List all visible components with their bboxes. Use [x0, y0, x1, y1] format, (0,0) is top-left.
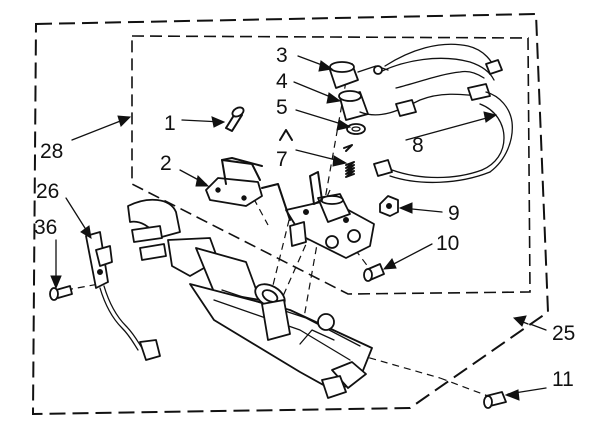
callout-25: 25: [552, 322, 575, 345]
callout-10: 10: [436, 232, 459, 255]
part-9-nut: [379, 195, 399, 217]
callout-1: 1: [164, 112, 176, 135]
callout-4: 4: [276, 70, 288, 93]
part-7-spring: [343, 144, 355, 178]
callout-5: 5: [276, 96, 288, 119]
callout-8: 8: [412, 134, 424, 157]
part-11-screw: [483, 391, 507, 409]
burner-igniter-assembly: [127, 198, 373, 399]
callout-labels: 1 2 3 4 5 7 8 9 10 11 25 26 28 36: [34, 44, 575, 391]
callout-2: 2: [160, 152, 172, 175]
small-clip-caret: [279, 129, 293, 141]
part-2-bracket: [205, 157, 263, 207]
callout-28: 28: [40, 140, 63, 163]
callout-36: 36: [34, 216, 57, 239]
part-10-screw: [363, 263, 385, 282]
callout-11: 11: [552, 368, 574, 391]
part-4-valve-body: [338, 90, 369, 121]
part-3-cap: [329, 61, 389, 89]
valve-bracket-assembly: [261, 171, 375, 259]
leader-lines: [50, 55, 547, 401]
igniter-lead-wire: [99, 285, 161, 361]
callout-26: 26: [36, 180, 59, 203]
part-8-wire-harness: [359, 43, 513, 184]
part-1-screw: [225, 106, 245, 132]
part-5-o-ring: [346, 123, 366, 135]
callout-3: 3: [276, 44, 288, 67]
part-26-igniter-bracket: [85, 231, 113, 289]
part-36-screw: [49, 285, 73, 301]
callout-9: 9: [448, 202, 460, 225]
outer-assembly-boundary: [31, 12, 550, 416]
inner-assembly-boundary: [131, 35, 531, 295]
callout-7: 7: [276, 148, 288, 171]
